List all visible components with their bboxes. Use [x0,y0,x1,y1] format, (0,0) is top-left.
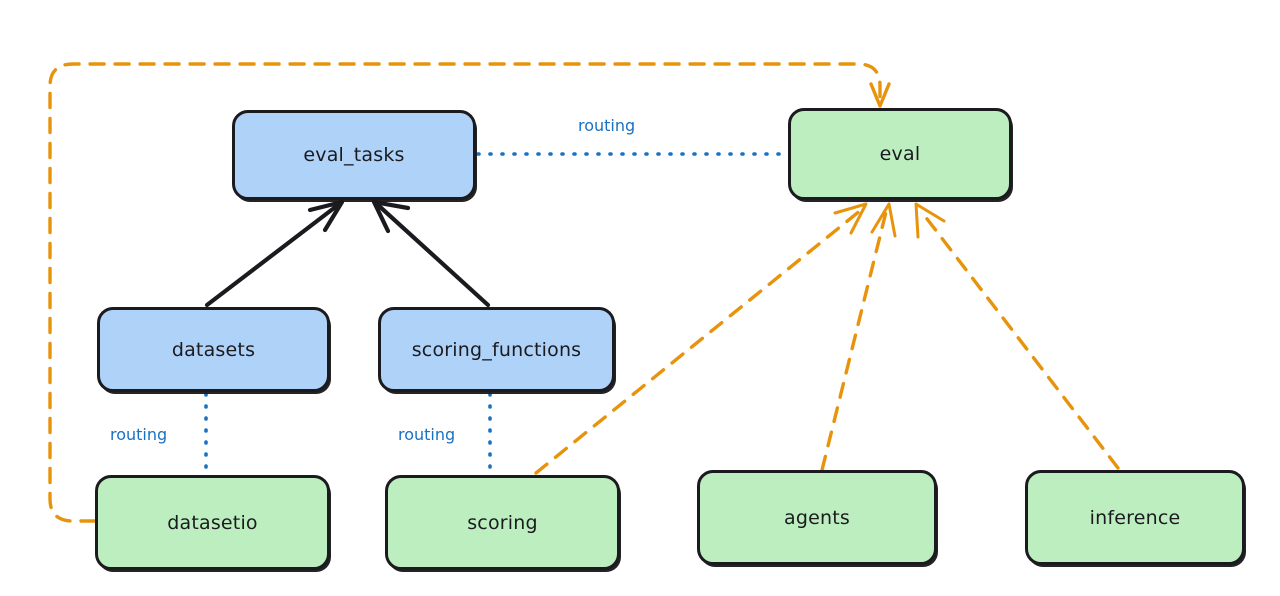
node-datasetio[interactable]: datasetio [95,475,330,570]
node-inference[interactable]: inference [1025,470,1245,565]
edge-agents-eval [820,202,897,472]
edge-scoring-eval [534,202,868,475]
node-scoring[interactable]: scoring [385,475,620,570]
edge-inference-eval [914,202,1120,470]
edge-datasets-eval_tasks [204,199,345,308]
edge-label-routing-datasets: routing [110,425,168,444]
node-label: scoring [467,511,538,534]
edge-label-routing-eval-tasks: routing [578,116,636,135]
node-label: datasetio [167,511,258,534]
node-agents[interactable]: agents [697,470,937,565]
node-datasets[interactable]: datasets [97,307,330,392]
node-eval[interactable]: eval [788,108,1012,200]
edge-datasetio-eval [48,62,891,523]
node-label: agents [784,506,850,529]
node-label: datasets [171,338,256,361]
edge-scoring_functions-eval_tasks [371,199,491,308]
node-label: scoring_functions [411,338,582,361]
node-scoring-functions[interactable]: scoring_functions [378,307,615,392]
node-label: inference [1089,506,1181,529]
node-label: eval [879,143,921,165]
node-eval-tasks[interactable]: eval_tasks [232,110,476,200]
edge-label-routing-scoring-functions: routing [398,425,456,444]
node-label: eval_tasks [303,144,405,166]
